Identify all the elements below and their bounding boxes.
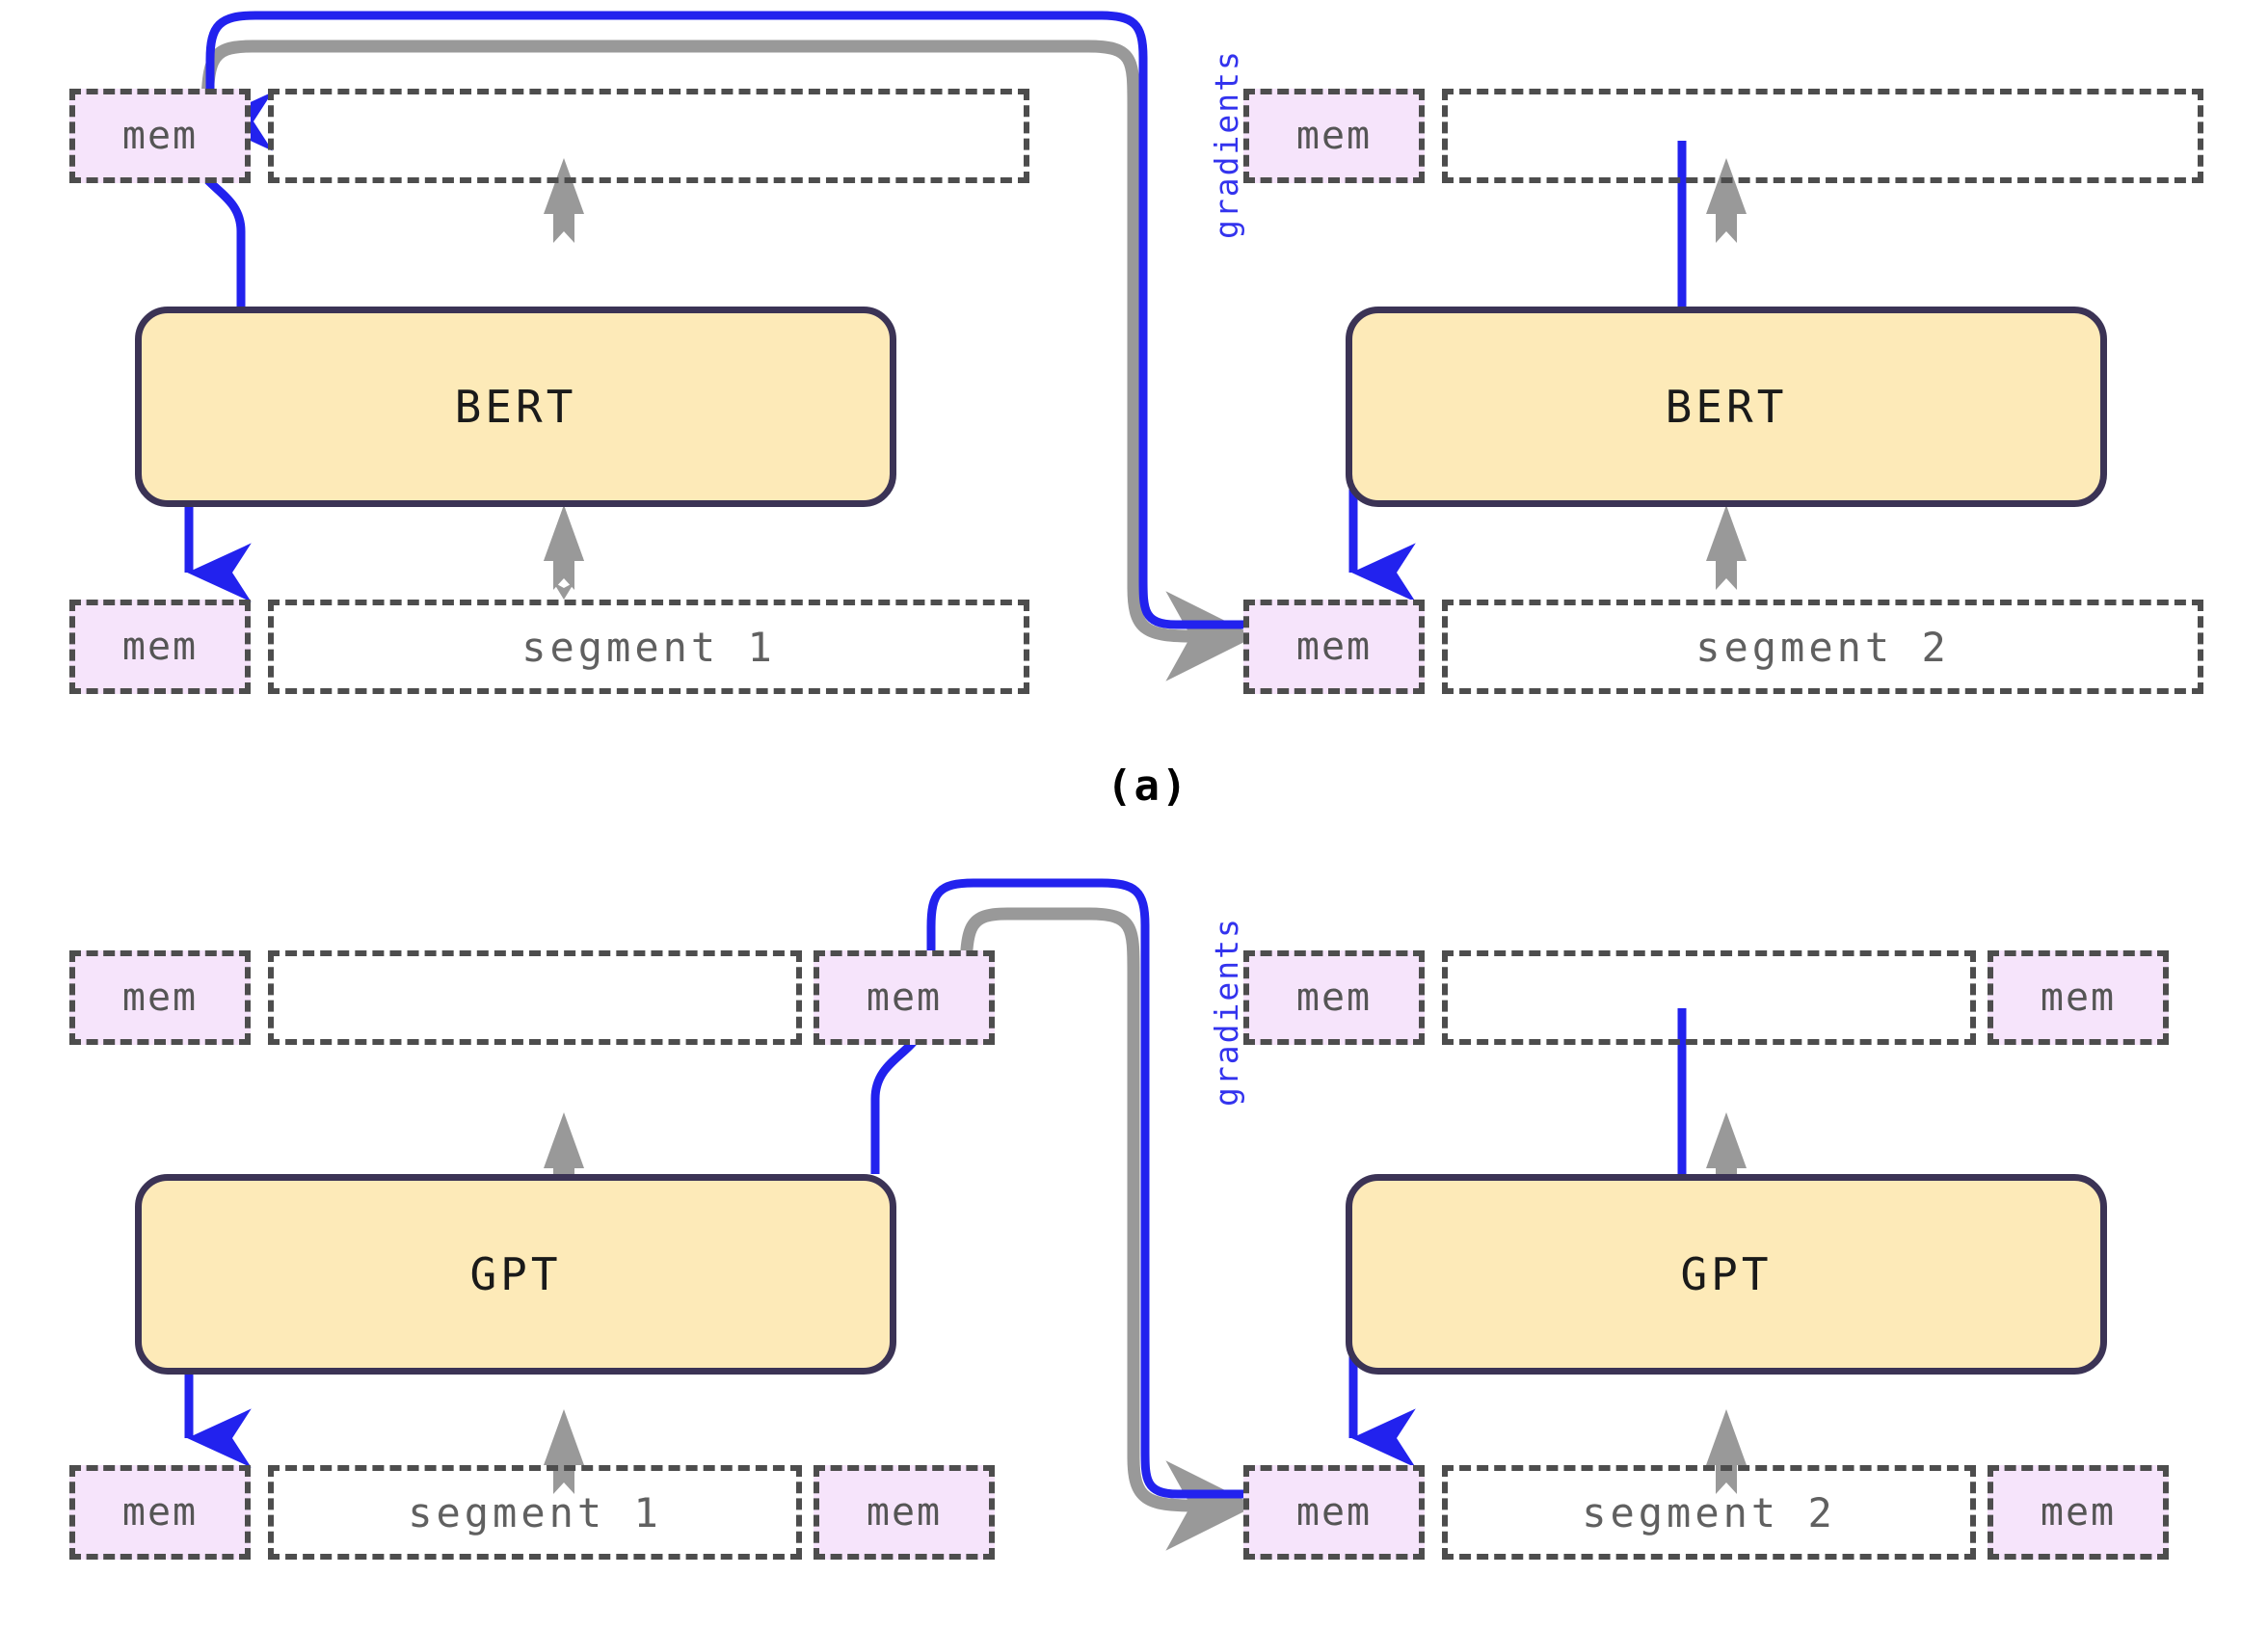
memory-cell-b1-in-left: mem	[69, 1465, 251, 1560]
segment-strip-b2-label: segment 2	[1582, 1488, 1836, 1536]
forward-arrow-bert1-in	[544, 505, 584, 600]
memory-cell-b2-in-right: mem	[1988, 1465, 2169, 1560]
memory-cell-b2-out-left: mem	[1243, 950, 1425, 1045]
model-block-gpt-1: GPT	[135, 1174, 896, 1375]
model-block-bert-1: BERT	[135, 307, 896, 507]
segment-strip-a2-label: segment 2	[1695, 623, 1950, 671]
forward-arrow-bert2-in	[1706, 505, 1747, 590]
memory-cell-b1-out-left: mem	[69, 950, 251, 1045]
forward-memory-link-b	[959, 907, 1257, 1551]
model-block-gpt-2: GPT	[1346, 1174, 2107, 1375]
segment-strip-b1-label: segment 1	[408, 1488, 662, 1536]
segment-strip-a1: segment 1	[268, 600, 1029, 694]
memory-cell-a1-out: mem	[69, 89, 251, 183]
memory-cell-b1-in-right: mem	[814, 1465, 995, 1560]
panel-caption-a: (a)	[1107, 761, 1189, 811]
segment-strip-b1: segment 1	[268, 1465, 802, 1560]
output-strip-b2	[1442, 950, 1976, 1045]
output-strip-a2	[1442, 89, 2203, 183]
gradients-label-a: gradients	[1208, 49, 1245, 239]
memory-cell-a1-in: mem	[69, 600, 251, 694]
model-block-bert-2: BERT	[1346, 307, 2107, 507]
memory-cell-b2-out-right: mem	[1988, 950, 2169, 1045]
segment-strip-a1-label: segment 1	[521, 623, 776, 671]
memory-cell-b1-out-right: mem	[814, 950, 995, 1045]
memory-cell-a2-in: mem	[1243, 600, 1425, 694]
gradients-label-b: gradients	[1208, 917, 1245, 1107]
output-strip-a1	[268, 89, 1029, 183]
memory-cell-a2-out: mem	[1243, 89, 1425, 183]
output-strip-b1	[268, 950, 802, 1045]
memory-cell-b2-in-left: mem	[1243, 1465, 1425, 1560]
segment-strip-a2: segment 2	[1442, 600, 2203, 694]
segment-strip-b2: segment 2	[1442, 1465, 1976, 1560]
